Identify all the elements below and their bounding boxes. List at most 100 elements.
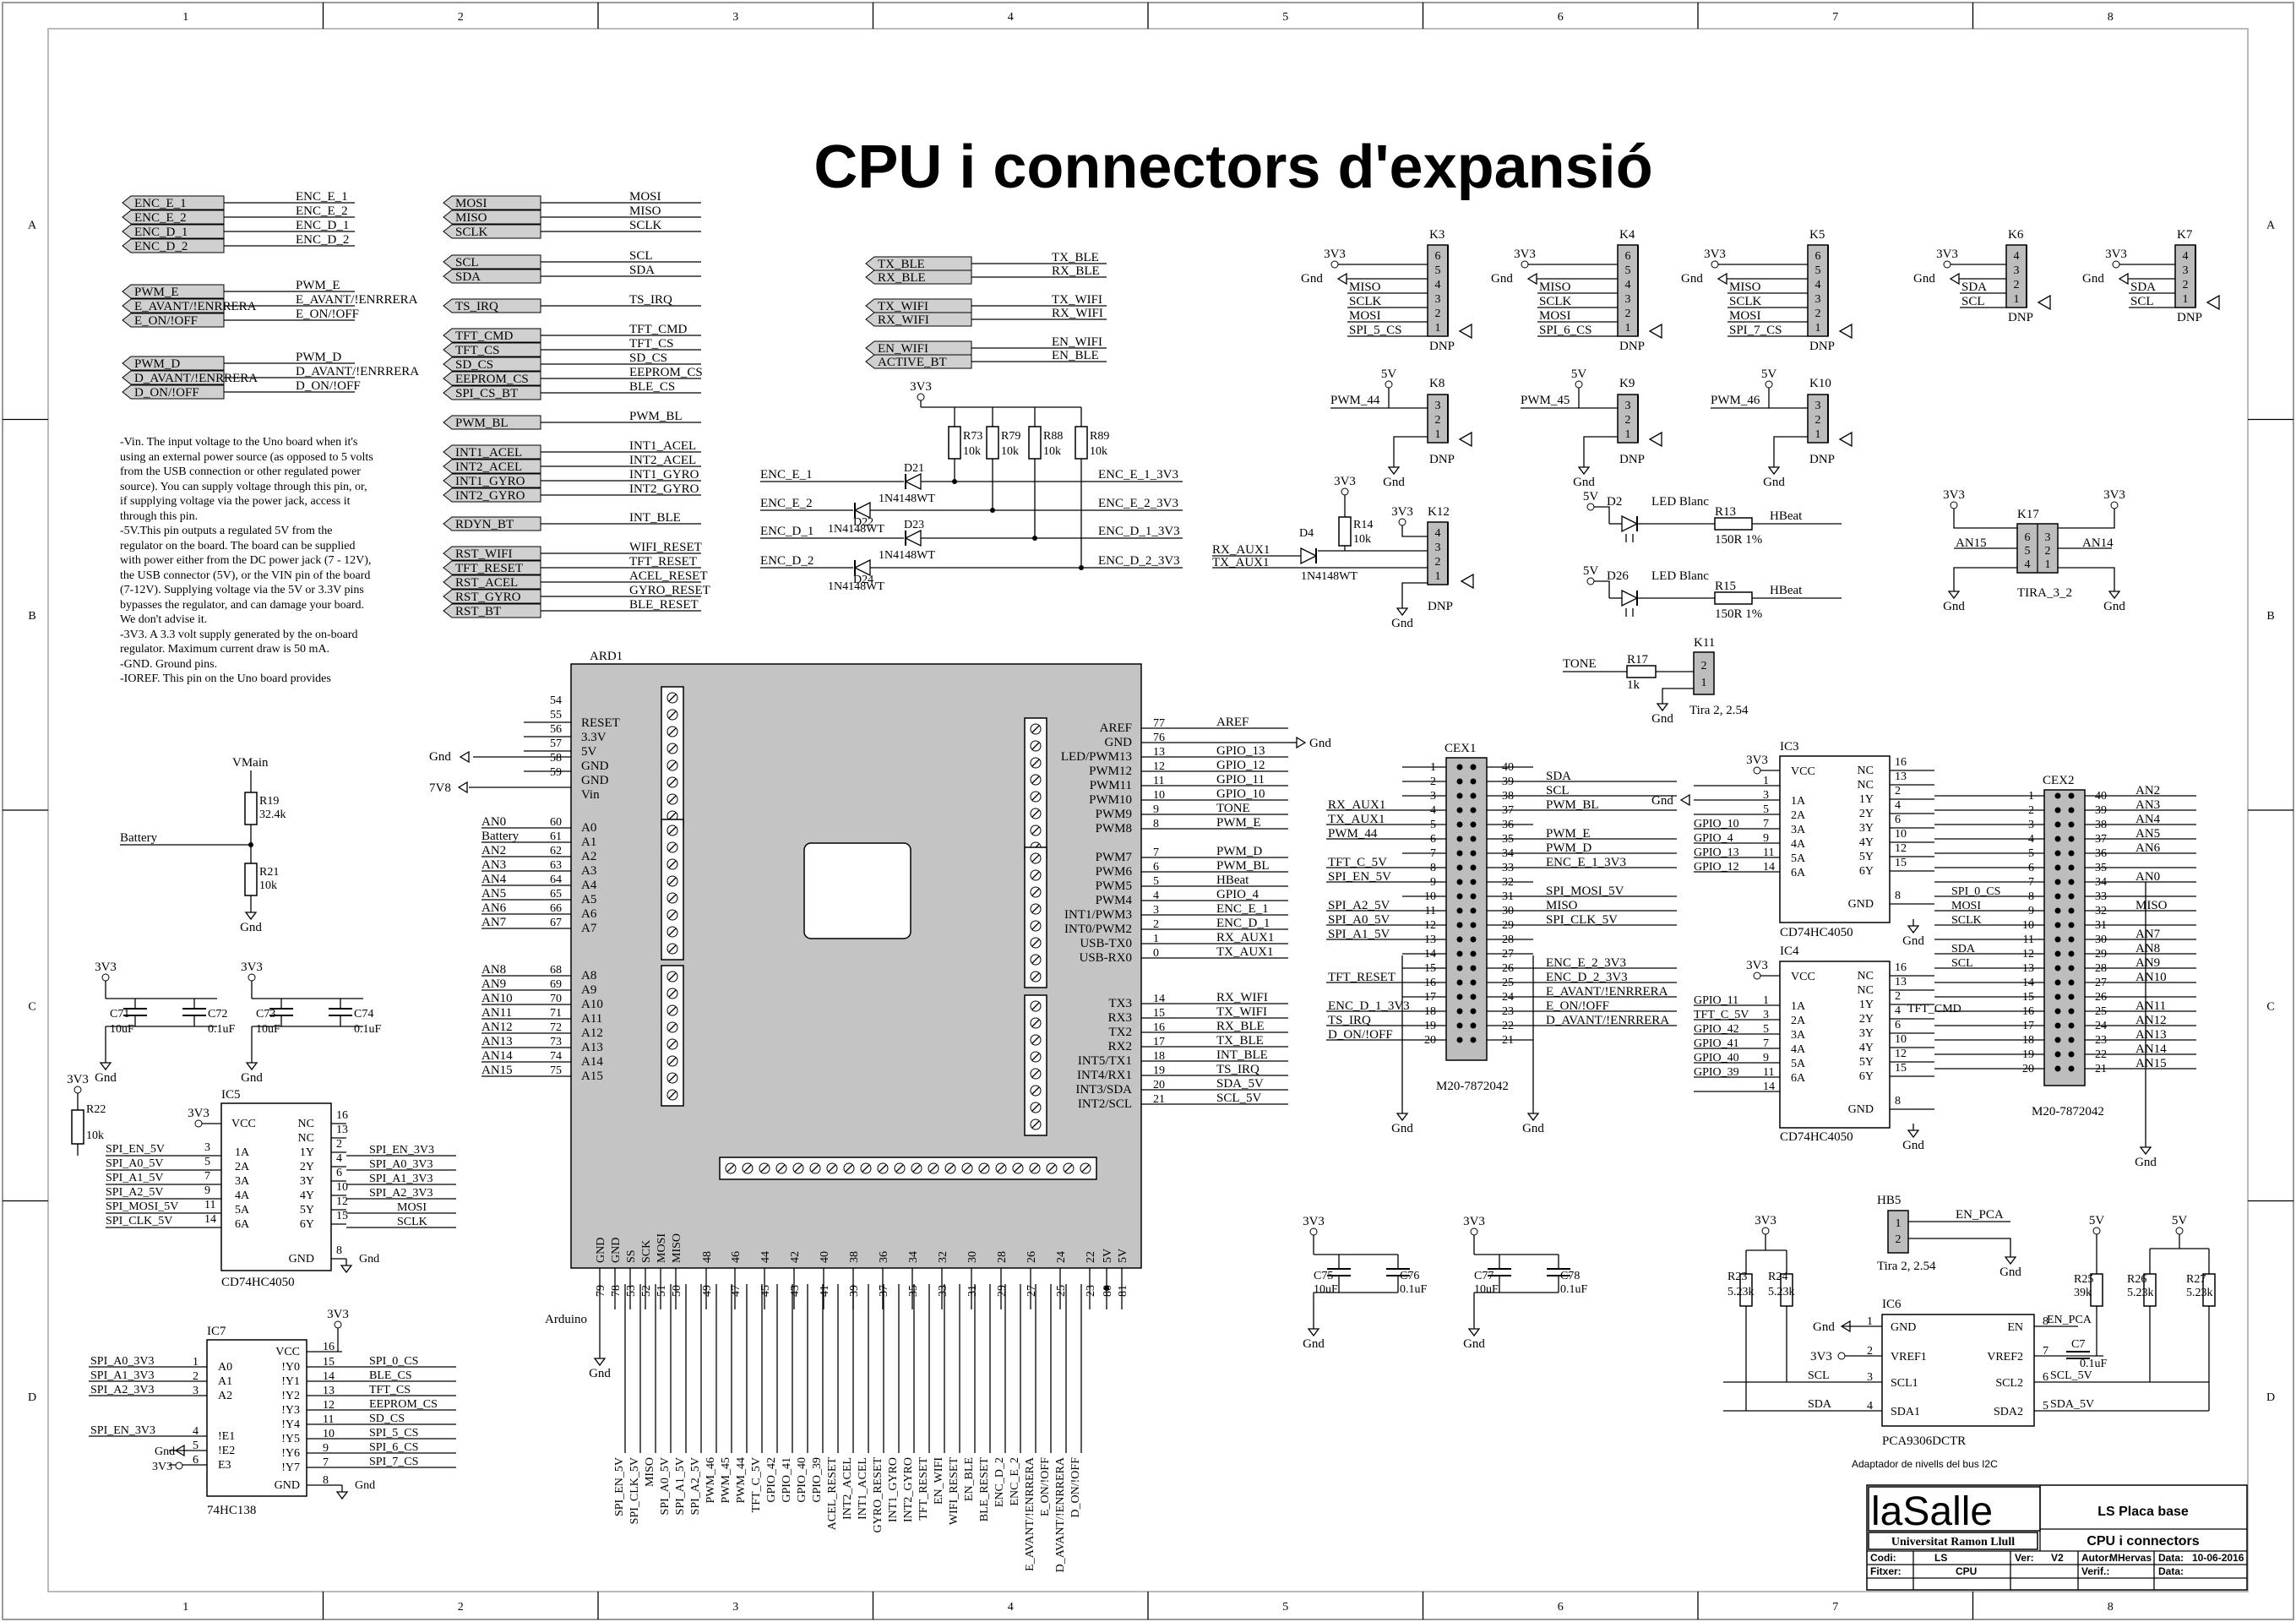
power-pin-icon [1761, 1227, 1770, 1235]
cex2-pin-dot [2054, 835, 2061, 842]
k17-vcc [2058, 509, 2115, 529]
ard-analog-net: AN11 [482, 1006, 512, 1020]
ard-header-strip [1024, 717, 1047, 859]
ard-pin-num: 69 [550, 978, 562, 991]
ard-pin-num: 2 [1153, 918, 1159, 931]
ard-pin-num: 54 [550, 694, 562, 707]
pwm-gnd-wire [1393, 436, 1428, 460]
pwm-d-net: D_ON/!OFF [296, 379, 361, 393]
gnd-arrow-icon [1949, 272, 1960, 286]
tb-univ-bar [1868, 1532, 2038, 1550]
ard-pin-name: 3.3V [581, 731, 607, 744]
ard-analog-net: AN6 [482, 901, 507, 915]
ard-bottom-net: MISO [644, 1457, 656, 1487]
ic5-ref: IC5 [221, 1088, 241, 1102]
cex2-right-net: AN4 [2135, 813, 2161, 826]
power-pin-icon [1309, 1227, 1318, 1236]
power-pin-icon [1711, 260, 1719, 269]
led-ref: D2 [1607, 495, 1622, 509]
ic7-pin-name: !E2 [218, 1445, 235, 1457]
ard-header-pin-mark [668, 843, 677, 852]
ard-analog-net: AN13 [482, 1035, 513, 1048]
k12-tx: TX_AUX1 [1212, 556, 1270, 569]
radio-flag: TX_BLE [878, 258, 925, 271]
cex1-pin-dot [1470, 907, 1477, 914]
ard-pin-name: INT1/PWM3 [1064, 908, 1132, 922]
diode-output: ENC_D_2_3V3 [1098, 554, 1180, 568]
ic7-pin-num: 2 [193, 1370, 199, 1383]
power-label: 3V3 [2105, 248, 2127, 261]
mid-net: INT2_ACEL [629, 454, 696, 467]
vin-arrow-icon [457, 781, 468, 794]
radio-flag: RX_WIFI [878, 313, 929, 327]
ard-analog-net: AN9 [482, 977, 506, 991]
ard-pin-num: 75 [550, 1064, 562, 1077]
ard-pin-name: PWM12 [1089, 765, 1132, 778]
power-label: 3V3 [1391, 505, 1413, 519]
header-pin: 2 [2183, 279, 2189, 291]
ard-pin-num: 16 [1153, 1021, 1165, 1034]
ard-bottom-net: SPI_CLK_5V [628, 1457, 641, 1524]
ard-analog-net: AN4 [482, 873, 507, 886]
ard-header-pin-mark [1031, 922, 1040, 930]
battery-label: Battery [120, 831, 158, 845]
ard-pin-num: 17 [1153, 1036, 1165, 1048]
cex1-pin-dot [1456, 1037, 1463, 1043]
ic4-pin-num: 6 [1895, 1019, 1901, 1031]
power-label: 3V3 [1334, 475, 1356, 488]
ard-pin-name: TX2 [1109, 1026, 1133, 1039]
diode-part: 1N4148WT [828, 523, 884, 536]
header-pin: 1 [1435, 322, 1441, 335]
k17-pin: 5 [2025, 545, 2031, 558]
header-pin: 3 [2014, 264, 2020, 277]
ard-header-pin-mark [828, 1164, 836, 1173]
ic6-pin-num: 3 [1867, 1371, 1873, 1384]
pwm-e-net: E_ON/!OFF [296, 308, 359, 321]
ic4-pin-num: 5 [1763, 1023, 1769, 1036]
col-label-top: 8 [2108, 11, 2114, 24]
ic5-pin-name: 5A [235, 1204, 250, 1216]
cex2-right-net: AN8 [2135, 942, 2160, 955]
pin1-marker-icon [2037, 294, 2051, 311]
radio-net: EN_BLE [1052, 349, 1099, 362]
cex1-left-net: TS_IRQ [1328, 1014, 1371, 1027]
header-net: SPI_6_CS [1539, 324, 1592, 337]
tone-pin: 1 [1701, 677, 1707, 689]
ic7-pin-name: A1 [218, 1375, 232, 1388]
header-net: SCL [1961, 295, 1985, 308]
ard-bottom-net: EN_BLE [963, 1457, 976, 1501]
power-pin-icon [1837, 1352, 1846, 1360]
k17-pin: 4 [2025, 558, 2031, 571]
gnd-label: Gnd [589, 1367, 611, 1380]
gnd-arrow-icon [1840, 1320, 1851, 1333]
power-pin-icon [917, 393, 925, 401]
ard-bottom-pin-num: 52 [640, 1285, 653, 1297]
ic4-pin-name: 5A [1791, 1058, 1806, 1070]
gnd-label: Gnd [1763, 476, 1785, 489]
header-net: SPI_5_CS [1349, 324, 1402, 337]
tone-net: TONE [1563, 657, 1597, 671]
pin1-marker-icon [1838, 323, 1853, 340]
diode-part: 1N4148WT [879, 493, 935, 505]
cex2-pin-dot [2054, 1022, 2061, 1029]
ic3-pin-num: 5 [1763, 803, 1769, 816]
cex1-pin-dot [1456, 1022, 1463, 1029]
ard-header-pin-mark [963, 1164, 971, 1173]
power-note: -Vin. The input voltage to the Uno board… [120, 436, 373, 685]
cex2-pin-dot [2054, 1051, 2061, 1058]
header-ref: K7 [2177, 228, 2193, 242]
radio-net: TX_WIFI [1052, 293, 1102, 307]
ard-ref: ARD1 [590, 650, 623, 663]
ard-pin-name: A3 [581, 864, 596, 878]
tone-res-ref: R17 [1627, 653, 1649, 667]
cex2-pin-dot [2068, 965, 2075, 972]
ard-bottom-net: ENC_D_2 [993, 1457, 1006, 1507]
ic6-scl-net: SCL [1808, 1369, 1830, 1382]
diode-part: 1N4148WT [879, 549, 935, 562]
ard-header-pin-mark [912, 1164, 921, 1173]
enc-flag: ENC_E_2 [134, 211, 187, 225]
ard-bottom-pin-name: MOSI [656, 1233, 668, 1263]
ard-pin-num: 63 [550, 859, 562, 872]
k17-pin: 6 [2025, 531, 2031, 544]
